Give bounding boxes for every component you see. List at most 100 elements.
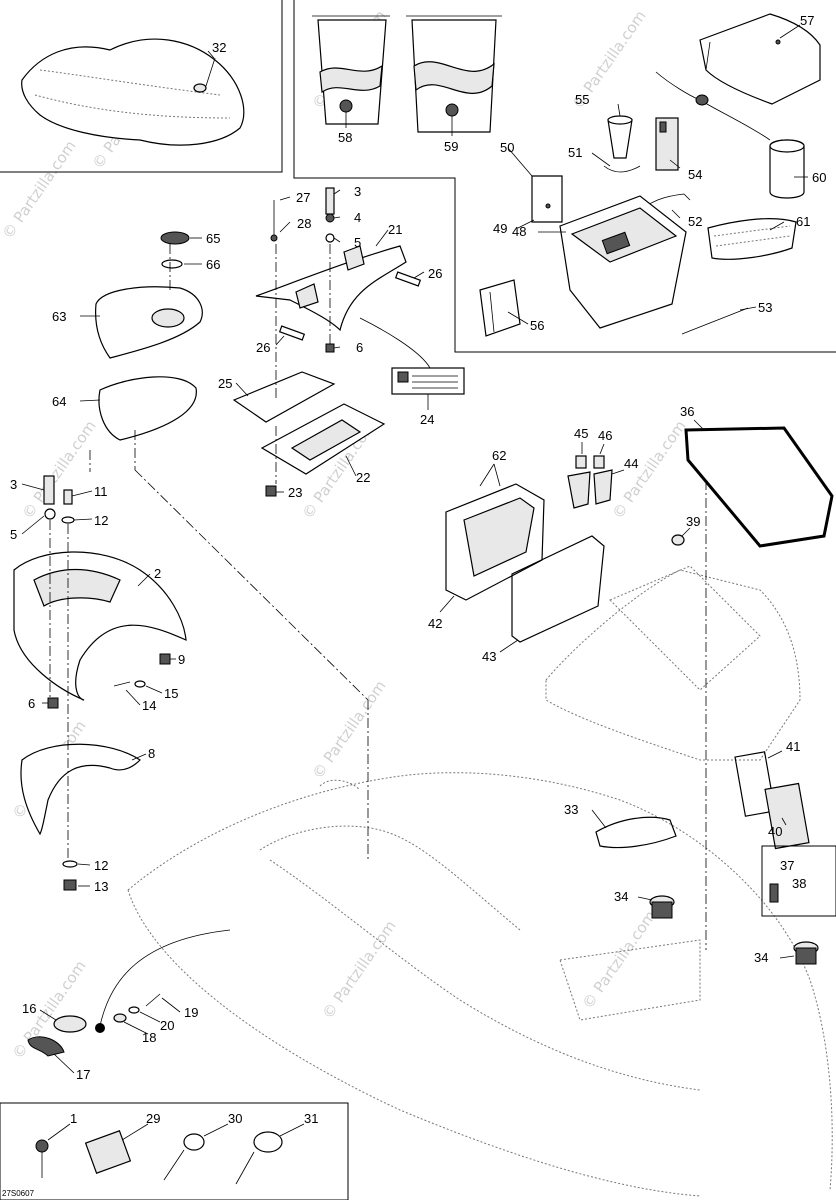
- part-label-48: 48: [512, 224, 526, 239]
- part-label-14: 14: [142, 698, 156, 713]
- part-label-2: 2: [154, 566, 161, 581]
- tether-cord: [655, 71, 771, 141]
- part-label-12-top: 12: [94, 513, 108, 528]
- part-label-30: 30: [228, 1111, 242, 1126]
- part-label-26-bottom: 26: [256, 340, 270, 355]
- watermark: © Partzilla.com: [0, 137, 80, 242]
- part-label-46: 46: [598, 428, 612, 443]
- bracket-21: [255, 245, 407, 332]
- part-label-6-left: 6: [28, 696, 35, 711]
- leader-lines: [21, 24, 808, 1141]
- pouch-57: [699, 13, 821, 105]
- part-label-44: 44: [624, 456, 638, 471]
- cover-8: [20, 743, 141, 836]
- part-label-21: 21: [388, 222, 402, 237]
- jet-ski-cover-32: [21, 38, 245, 146]
- watermark: © Partzilla.com: [319, 917, 400, 1022]
- part-label-41: 41: [786, 739, 800, 754]
- part-label-27: 27: [296, 190, 310, 205]
- latch-44: [567, 469, 613, 509]
- part-label-49: 49: [493, 221, 507, 236]
- part-label-4: 4: [354, 210, 361, 225]
- part-label-28: 28: [297, 216, 311, 231]
- part-label-43: 43: [482, 649, 496, 664]
- part-label-26-top: 26: [428, 266, 442, 281]
- part-label-24: 24: [420, 412, 434, 427]
- detail-box-37-38: [761, 845, 836, 917]
- plate-49: [531, 175, 563, 223]
- pad-26-bottom: [278, 325, 306, 341]
- bolt-19: [145, 993, 161, 1007]
- bumper-39: [671, 534, 685, 546]
- part-label-6-top: 6: [356, 340, 363, 355]
- nut-6-left: [47, 697, 59, 709]
- part-label-52: 52: [688, 214, 702, 229]
- part-label-38: 38: [792, 876, 806, 891]
- nut-23: [265, 485, 277, 497]
- part-label-16: 16: [22, 1001, 36, 1016]
- part-label-3-left: 3: [10, 477, 17, 492]
- part-label-5-left: 5: [10, 527, 17, 542]
- part-label-3-top: 3: [354, 184, 361, 199]
- wire-53: [681, 307, 749, 335]
- part-label-34-a: 34: [614, 889, 628, 904]
- pad-56: [479, 279, 521, 337]
- drain-plug-34-a: [649, 895, 675, 919]
- watermark: © Partzilla.com: [609, 417, 690, 522]
- cable-tie-31: [235, 1131, 283, 1185]
- part-label-23: 23: [288, 485, 302, 500]
- part-label-62: 62: [492, 448, 506, 463]
- part-label-60: 60: [812, 170, 826, 185]
- part-label-66: 66: [206, 257, 220, 272]
- part-label-50: 50: [500, 140, 514, 155]
- gasket-64: [98, 376, 197, 441]
- part-label-53: 53: [758, 300, 772, 315]
- part-labels: 32 58 59 57 55 54 60 50 51 49 52 61 48 5…: [10, 13, 826, 1126]
- screw-1: [35, 1139, 49, 1178]
- part-label-63: 63: [52, 309, 66, 324]
- part-label-17: 17: [76, 1067, 90, 1082]
- hull-body: [127, 772, 833, 1197]
- part-label-64: 64: [52, 394, 66, 409]
- storage-bag-58: [312, 15, 390, 125]
- bracket-16: [53, 1015, 87, 1033]
- bottle-60: [769, 139, 805, 199]
- part-label-36: 36: [680, 404, 694, 419]
- part-label-45: 45: [574, 426, 588, 441]
- bolt-27: [270, 200, 278, 242]
- pad-26-top: [394, 271, 422, 287]
- frame-22: [260, 403, 386, 475]
- part-label-12-bottom: 12: [94, 858, 108, 873]
- nut-9: [159, 653, 171, 665]
- part-label-5-top: 5: [354, 235, 361, 250]
- gasket-33: [595, 816, 677, 849]
- nut-13: [63, 879, 77, 891]
- hatch-seal-36: [684, 426, 834, 548]
- warning-label-24: [391, 367, 465, 395]
- watermark-layer: © Partzilla.com © Partzilla.com © Partzi…: [0, 7, 690, 1062]
- part-label-59: 59: [444, 139, 458, 154]
- part-label-58: 58: [338, 130, 352, 145]
- front-storage: [545, 565, 801, 761]
- washer-20: [128, 1006, 140, 1014]
- washer-12: [62, 860, 78, 868]
- watermark: © Partzilla.com: [19, 417, 100, 522]
- alignment-lines: [49, 244, 707, 950]
- cable-tie-30: [163, 1133, 205, 1181]
- part-label-55: 55: [575, 92, 589, 107]
- cup-55: [607, 115, 633, 159]
- gasket-25: [232, 371, 336, 423]
- handle-2: [13, 551, 187, 701]
- bolt-3-left: [43, 475, 56, 520]
- part-label-32: 32: [212, 40, 226, 55]
- access-cover-42: [445, 483, 545, 601]
- part-label-39: 39: [686, 514, 700, 529]
- bolt-3-top: [325, 187, 335, 353]
- part-label-20: 20: [160, 1018, 174, 1033]
- part-label-22: 22: [356, 470, 370, 485]
- holder-54: [655, 117, 679, 171]
- part-label-9: 9: [178, 652, 185, 667]
- watermark: © Partzilla.com: [579, 907, 660, 1012]
